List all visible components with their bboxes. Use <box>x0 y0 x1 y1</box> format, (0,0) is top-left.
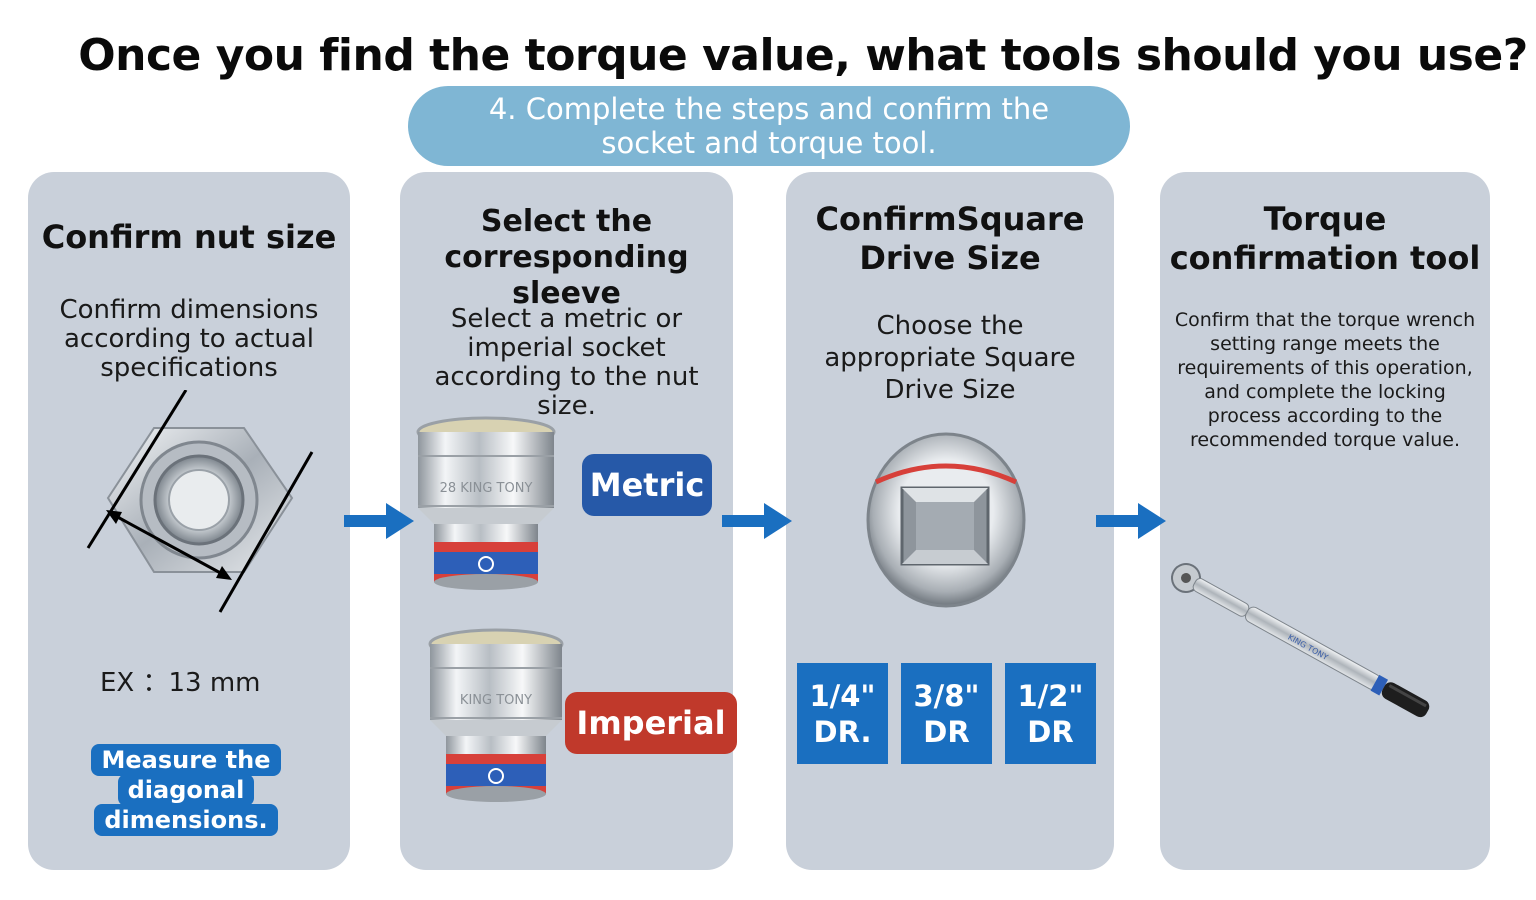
measure-note-text: Measure the diagonal dimensions. <box>91 744 281 836</box>
square-drive-icon <box>866 432 1026 608</box>
panel-description: Confirm that the torque wrench setting r… <box>1174 309 1476 451</box>
torque-wrench-icon: KING TONY <box>1171 563 1430 718</box>
drive-size-three-eighths: 3/8" DR <box>901 663 992 764</box>
drive-size-value: 1/2" <box>1017 678 1084 713</box>
panel-confirm-nut-size: Confirm nut size Confirm dimensions acco… <box>28 172 350 870</box>
arrow-right-icon <box>1096 503 1166 539</box>
arrow-right-icon <box>344 503 414 539</box>
step-banner: 4. Complete the steps and confirm the so… <box>408 86 1130 166</box>
socket-icon: KING TONY <box>428 628 564 802</box>
socket-marking: KING TONY <box>460 693 532 708</box>
panel-title: Torque confirmation tool <box>1169 200 1481 277</box>
panel-description: Confirm dimensions according to actual s… <box>59 295 319 383</box>
arrow-right-icon <box>722 503 792 539</box>
panel-title: Select the corresponding sleeve <box>444 204 689 311</box>
panel-square-drive-size: ConfirmSquare Drive Size Choose the appr… <box>786 172 1114 870</box>
metric-badge: Metric <box>582 454 712 516</box>
socket-marking: 28 KING TONY <box>440 481 533 496</box>
drive-size-half: 1/2" DR <box>1005 663 1096 764</box>
panel-torque-tool: Torque confirmation tool Confirm that th… <box>1160 172 1490 870</box>
drive-size-value: 1/4" <box>809 678 876 713</box>
panel-description: Choose the appropriate Square Drive Size <box>824 311 1076 405</box>
page-title: Once you find the torque value, what too… <box>78 30 1528 81</box>
drive-size-unit: DR. <box>813 714 872 749</box>
hex-nut-icon <box>86 390 314 613</box>
drive-size-quarter: 1/4" DR. <box>797 663 888 764</box>
drive-size-unit: DR <box>923 714 970 749</box>
measure-note: Measure the diagonal dimensions. <box>42 744 330 836</box>
imperial-badge: Imperial <box>565 692 737 754</box>
panel-select-sleeve: Select the corresponding sleeve Select a… <box>400 172 737 870</box>
drive-size-unit: DR <box>1027 714 1074 749</box>
drive-size-value: 3/8" <box>913 678 980 713</box>
panel-title: ConfirmSquare Drive Size <box>815 200 1085 277</box>
socket-icon: 28 KING TONY <box>416 416 556 590</box>
panel-description: Select a metric or imperial socket accor… <box>434 304 699 421</box>
example-size: EX ：13 mm <box>100 668 261 698</box>
panel-title: Confirm nut size <box>41 218 337 256</box>
